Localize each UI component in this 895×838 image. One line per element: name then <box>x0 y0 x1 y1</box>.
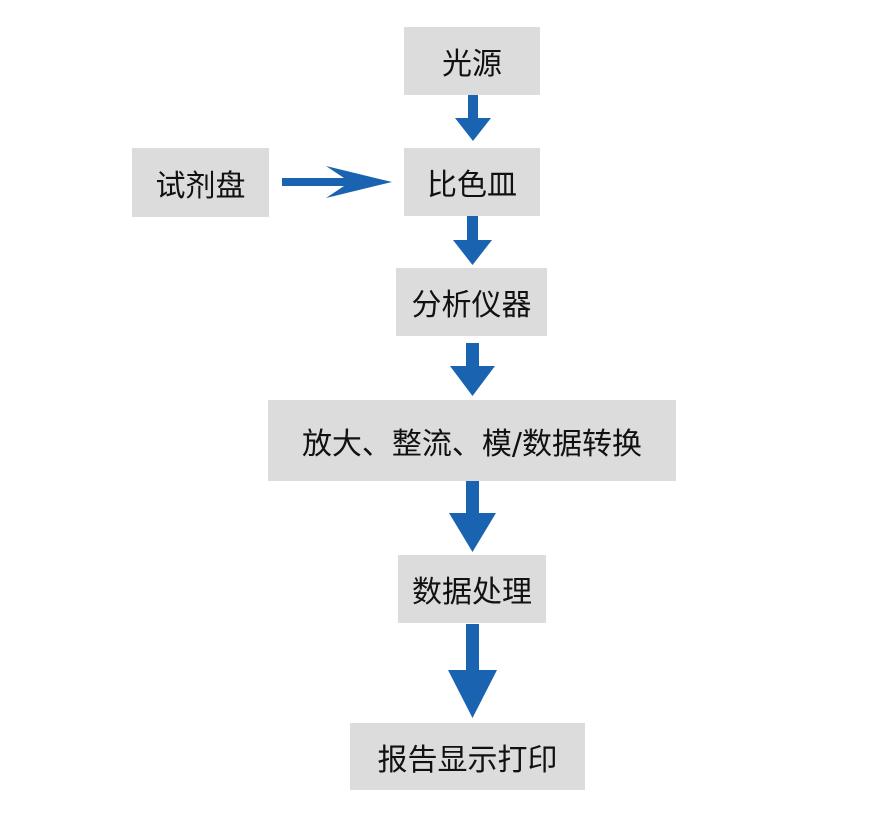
node-amplify-convert: 放大、整流、模/数据转换 <box>268 400 676 481</box>
node-analyzer: 分析仪器 <box>396 268 547 336</box>
node-label: 报告显示打印 <box>377 742 558 778</box>
arrow-amplify-to-processing <box>449 481 496 552</box>
node-label: 数据处理 <box>412 575 532 610</box>
node-label: 试剂盘 <box>155 168 246 204</box>
node-label: 比色皿 <box>427 168 517 203</box>
arrow-cuvette-to-analyzer <box>453 216 492 265</box>
arrow-analyzer-to-amplify <box>450 343 495 396</box>
arrow-reagent-to-cuvette <box>282 166 392 198</box>
node-cuvette: 比色皿 <box>404 148 540 216</box>
node-light-source: 光源 <box>404 27 540 95</box>
node-report-print: 报告显示打印 <box>350 723 585 790</box>
node-reagent-tray: 试剂盘 <box>132 148 269 217</box>
node-label: 光源 <box>442 47 502 82</box>
arrow-light-to-cuvette <box>455 95 491 141</box>
node-label: 分析仪器 <box>411 288 532 323</box>
arrow-processing-to-report <box>448 624 497 718</box>
node-data-processing: 数据处理 <box>398 555 546 623</box>
node-label: 放大、整流、模/数据转换 <box>301 426 643 462</box>
